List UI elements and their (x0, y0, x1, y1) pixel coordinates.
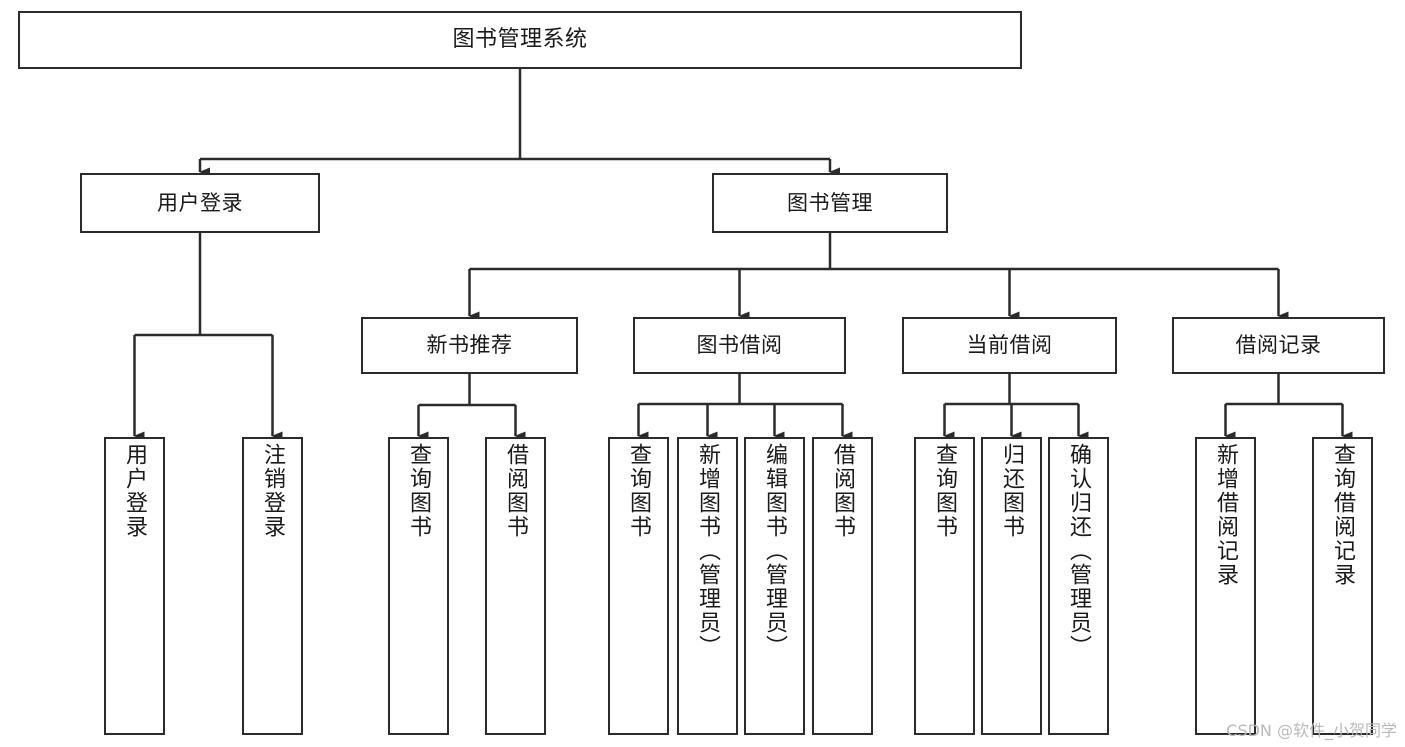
node-label: 新增图书（管理员） (695, 443, 721, 659)
node-borrowing-records[interactable]: 借阅记录 (1172, 317, 1385, 374)
node-label: 查询借阅记录 (1330, 443, 1356, 587)
leaf-edit-book-admin[interactable]: 编辑图书（管理员） (744, 437, 805, 735)
node-user-login[interactable]: 用户登录 (80, 173, 320, 233)
node-label: 归还图书 (999, 443, 1025, 539)
node-label: 当前借阅 (966, 333, 1053, 358)
node-label: 查询图书 (932, 443, 958, 539)
node-label: 用户登录 (122, 443, 148, 539)
node-label: 图书管理 (787, 190, 873, 215)
node-label: 借阅记录 (1235, 333, 1322, 358)
node-label: 图书借阅 (696, 333, 783, 358)
leaf-add-borrow-record[interactable]: 新增借阅记录 (1195, 437, 1256, 735)
node-label: 新书推荐 (426, 333, 513, 358)
node-label: 确认归还（管理员） (1066, 443, 1092, 659)
leaf-confirm-return-admin[interactable]: 确认归还（管理员） (1048, 437, 1109, 735)
node-book-management[interactable]: 图书管理 (712, 173, 948, 233)
leaf-user-login[interactable]: 用户登录 (104, 437, 165, 735)
watermark: CSDN @软件_小贺同学 (1226, 721, 1397, 740)
node-label: 图书管理系统 (452, 27, 588, 53)
node-label: 编辑图书（管理员） (762, 443, 788, 659)
node-book-borrowing[interactable]: 图书借阅 (633, 317, 846, 374)
leaf-query-book-3[interactable]: 查询图书 (914, 437, 975, 735)
leaf-return-book[interactable]: 归还图书 (981, 437, 1042, 735)
node-label: 查询图书 (626, 443, 652, 539)
leaf-add-book-admin[interactable]: 新增图书（管理员） (677, 437, 738, 735)
leaf-logout[interactable]: 注销登录 (242, 437, 303, 735)
node-new-book-recommendation[interactable]: 新书推荐 (361, 317, 578, 374)
leaf-query-book-2[interactable]: 查询图书 (608, 437, 669, 735)
leaf-borrow-book-2[interactable]: 借阅图书 (812, 437, 873, 735)
node-label: 借阅图书 (830, 443, 856, 539)
node-label: 用户登录 (157, 190, 243, 215)
leaf-query-book-1[interactable]: 查询图书 (388, 437, 449, 735)
leaf-borrow-book-1[interactable]: 借阅图书 (485, 437, 546, 735)
node-label: 新增借阅记录 (1213, 443, 1239, 587)
node-label: 借阅图书 (503, 443, 529, 539)
leaf-query-borrow-record[interactable]: 查询借阅记录 (1312, 437, 1373, 735)
node-label: 注销登录 (260, 443, 286, 539)
node-current-borrowing[interactable]: 当前借阅 (902, 317, 1117, 374)
node-root-book-management-system[interactable]: 图书管理系统 (18, 11, 1022, 69)
node-label: 查询图书 (406, 443, 432, 539)
